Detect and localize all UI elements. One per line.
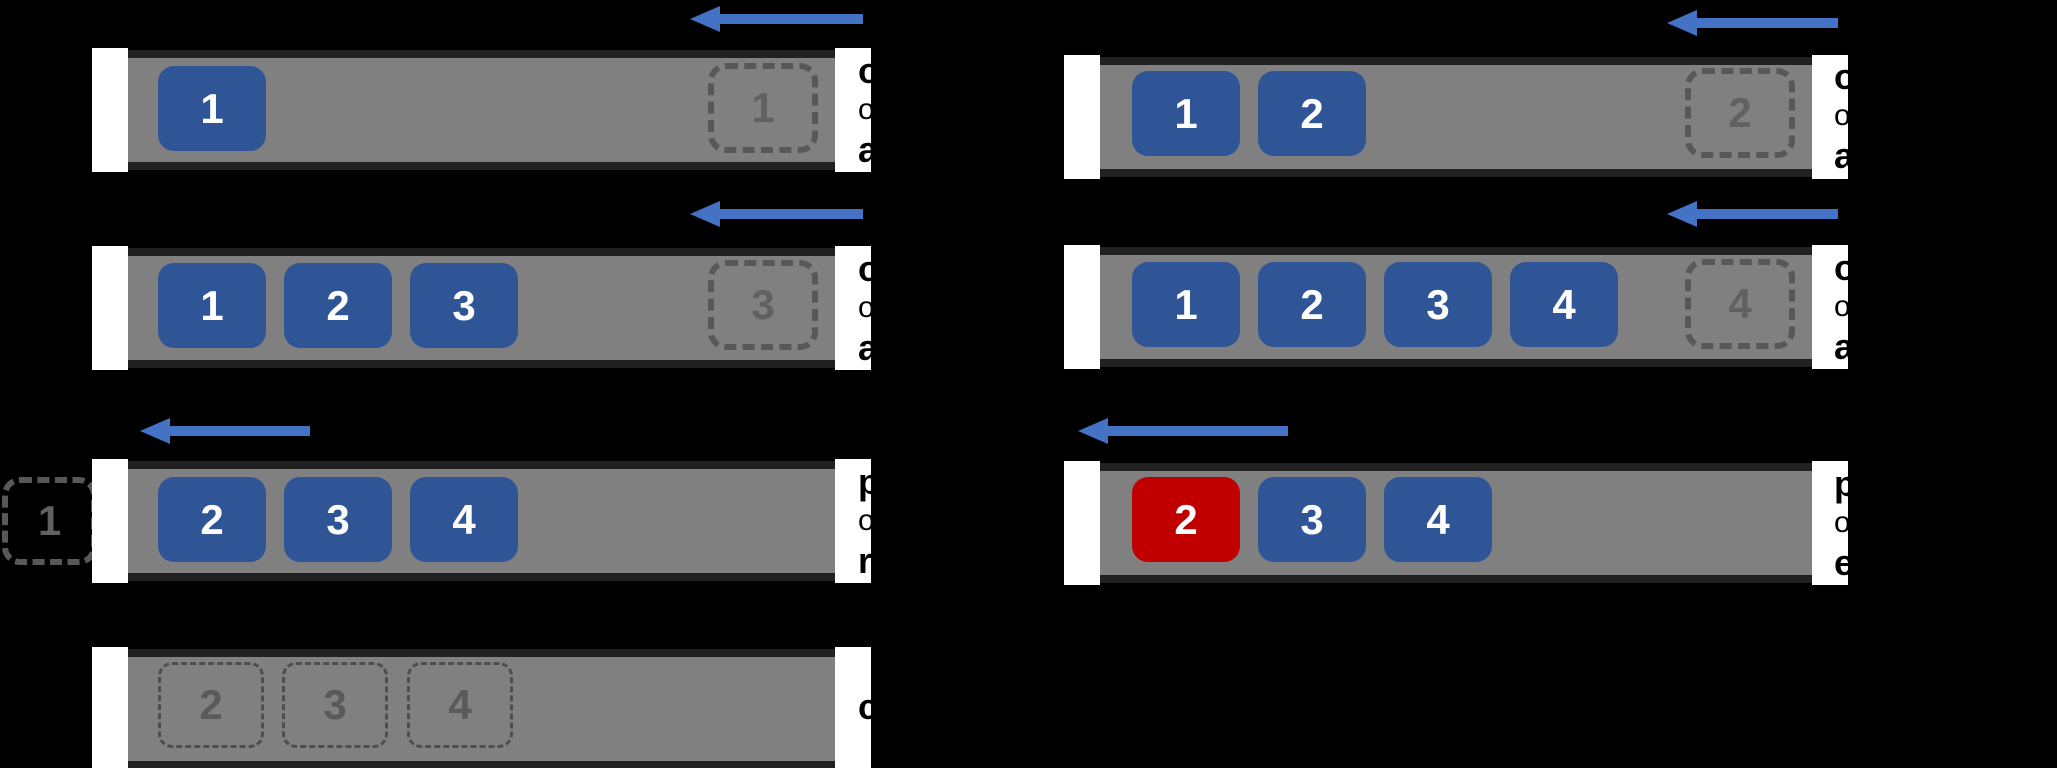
queue-item-box: 3 bbox=[1258, 477, 1366, 562]
left-arrow-icon bbox=[140, 417, 310, 450]
operation-label-line: o bbox=[1834, 290, 1851, 323]
operation-label-line: a bbox=[858, 327, 879, 368]
queue-item-box: 2 bbox=[1258, 262, 1366, 347]
ghost-item-box: 1 bbox=[2, 477, 97, 565]
queue-item-box: 4 bbox=[1510, 262, 1618, 347]
operation-label-line: o bbox=[858, 93, 875, 126]
queue-item-box: 4 bbox=[1384, 477, 1492, 562]
operation-label-line: e bbox=[1834, 542, 1855, 583]
left-arrow-icon bbox=[1667, 9, 1838, 42]
operation-label-line: o bbox=[858, 291, 875, 324]
queue-item-box: 1 bbox=[1132, 71, 1240, 156]
queue-item-box: 2 bbox=[284, 263, 392, 348]
queue-item-box: 3 bbox=[1384, 262, 1492, 347]
queue-opening-right-bar bbox=[835, 48, 871, 172]
queue-item-box: 2 bbox=[1132, 477, 1240, 562]
queue-opening-left-bar bbox=[1064, 55, 1100, 179]
operation-label-line: o bbox=[858, 50, 880, 91]
queue-opening-right-bar bbox=[835, 246, 871, 370]
operation-label-line: o bbox=[1834, 506, 1851, 539]
operation-label-line: o bbox=[1834, 247, 1856, 288]
arrow-glyph bbox=[140, 418, 310, 444]
queue-opening-right-bar bbox=[1812, 55, 1848, 179]
operation-label-line: a bbox=[858, 129, 879, 170]
operation-label-line: o bbox=[858, 504, 875, 537]
operation-label-line: a bbox=[1834, 326, 1855, 367]
queue-item-box: 3 bbox=[410, 263, 518, 348]
arrow-glyph bbox=[690, 201, 863, 227]
queue-item-box: 4 bbox=[410, 477, 518, 562]
ghost-item-box: 2 bbox=[158, 662, 264, 748]
arrow-glyph bbox=[1667, 10, 1838, 36]
queue-opening-left-bar bbox=[1064, 245, 1100, 369]
queue-opening-left-bar bbox=[92, 647, 128, 768]
operation-label-line: o bbox=[1834, 56, 1856, 97]
queue-opening-left-bar bbox=[1064, 461, 1100, 585]
queue-opening-left-bar bbox=[92, 459, 128, 583]
queue-item-box: 2 bbox=[1258, 71, 1366, 156]
left-arrow-icon bbox=[690, 200, 863, 233]
left-arrow-icon bbox=[690, 5, 863, 38]
queue-opening-left-bar bbox=[92, 48, 128, 172]
queue-item-box: 3 bbox=[284, 477, 392, 562]
ghost-item-box: 4 bbox=[1685, 259, 1795, 349]
arrow-glyph bbox=[1667, 201, 1838, 227]
ghost-item-box: 3 bbox=[282, 662, 388, 748]
operation-label-line: c bbox=[858, 686, 879, 727]
queue-item-box: 1 bbox=[1132, 262, 1240, 347]
operation-label-line: a bbox=[1834, 135, 1855, 176]
ghost-item-box: 2 bbox=[1685, 68, 1795, 158]
left-arrow-icon bbox=[1078, 417, 1288, 450]
operation-label-line: p bbox=[1834, 463, 1856, 504]
ghost-item-box: 3 bbox=[708, 260, 818, 350]
operation-label-line: o bbox=[858, 248, 880, 289]
queue-opening-left-bar bbox=[92, 246, 128, 370]
ghost-item-box: 1 bbox=[708, 63, 818, 153]
operation-label-line: p bbox=[858, 461, 880, 502]
queue-opening-right-bar bbox=[835, 459, 871, 583]
operation-label-line: o bbox=[1834, 99, 1851, 132]
queue-opening-right-bar bbox=[835, 647, 871, 768]
queue-opening-right-bar bbox=[1812, 461, 1848, 585]
ghost-item-box: 4 bbox=[407, 662, 513, 748]
arrow-glyph bbox=[690, 6, 863, 32]
queue-track bbox=[92, 649, 871, 768]
queue-item-box: 2 bbox=[158, 477, 266, 562]
left-arrow-icon bbox=[1667, 200, 1838, 233]
arrow-glyph bbox=[1078, 418, 1288, 444]
queue-item-box: 1 bbox=[158, 66, 266, 151]
queue-opening-right-bar bbox=[1812, 245, 1848, 369]
operation-label-line: r bbox=[858, 540, 873, 581]
queue-item-box: 1 bbox=[158, 263, 266, 348]
